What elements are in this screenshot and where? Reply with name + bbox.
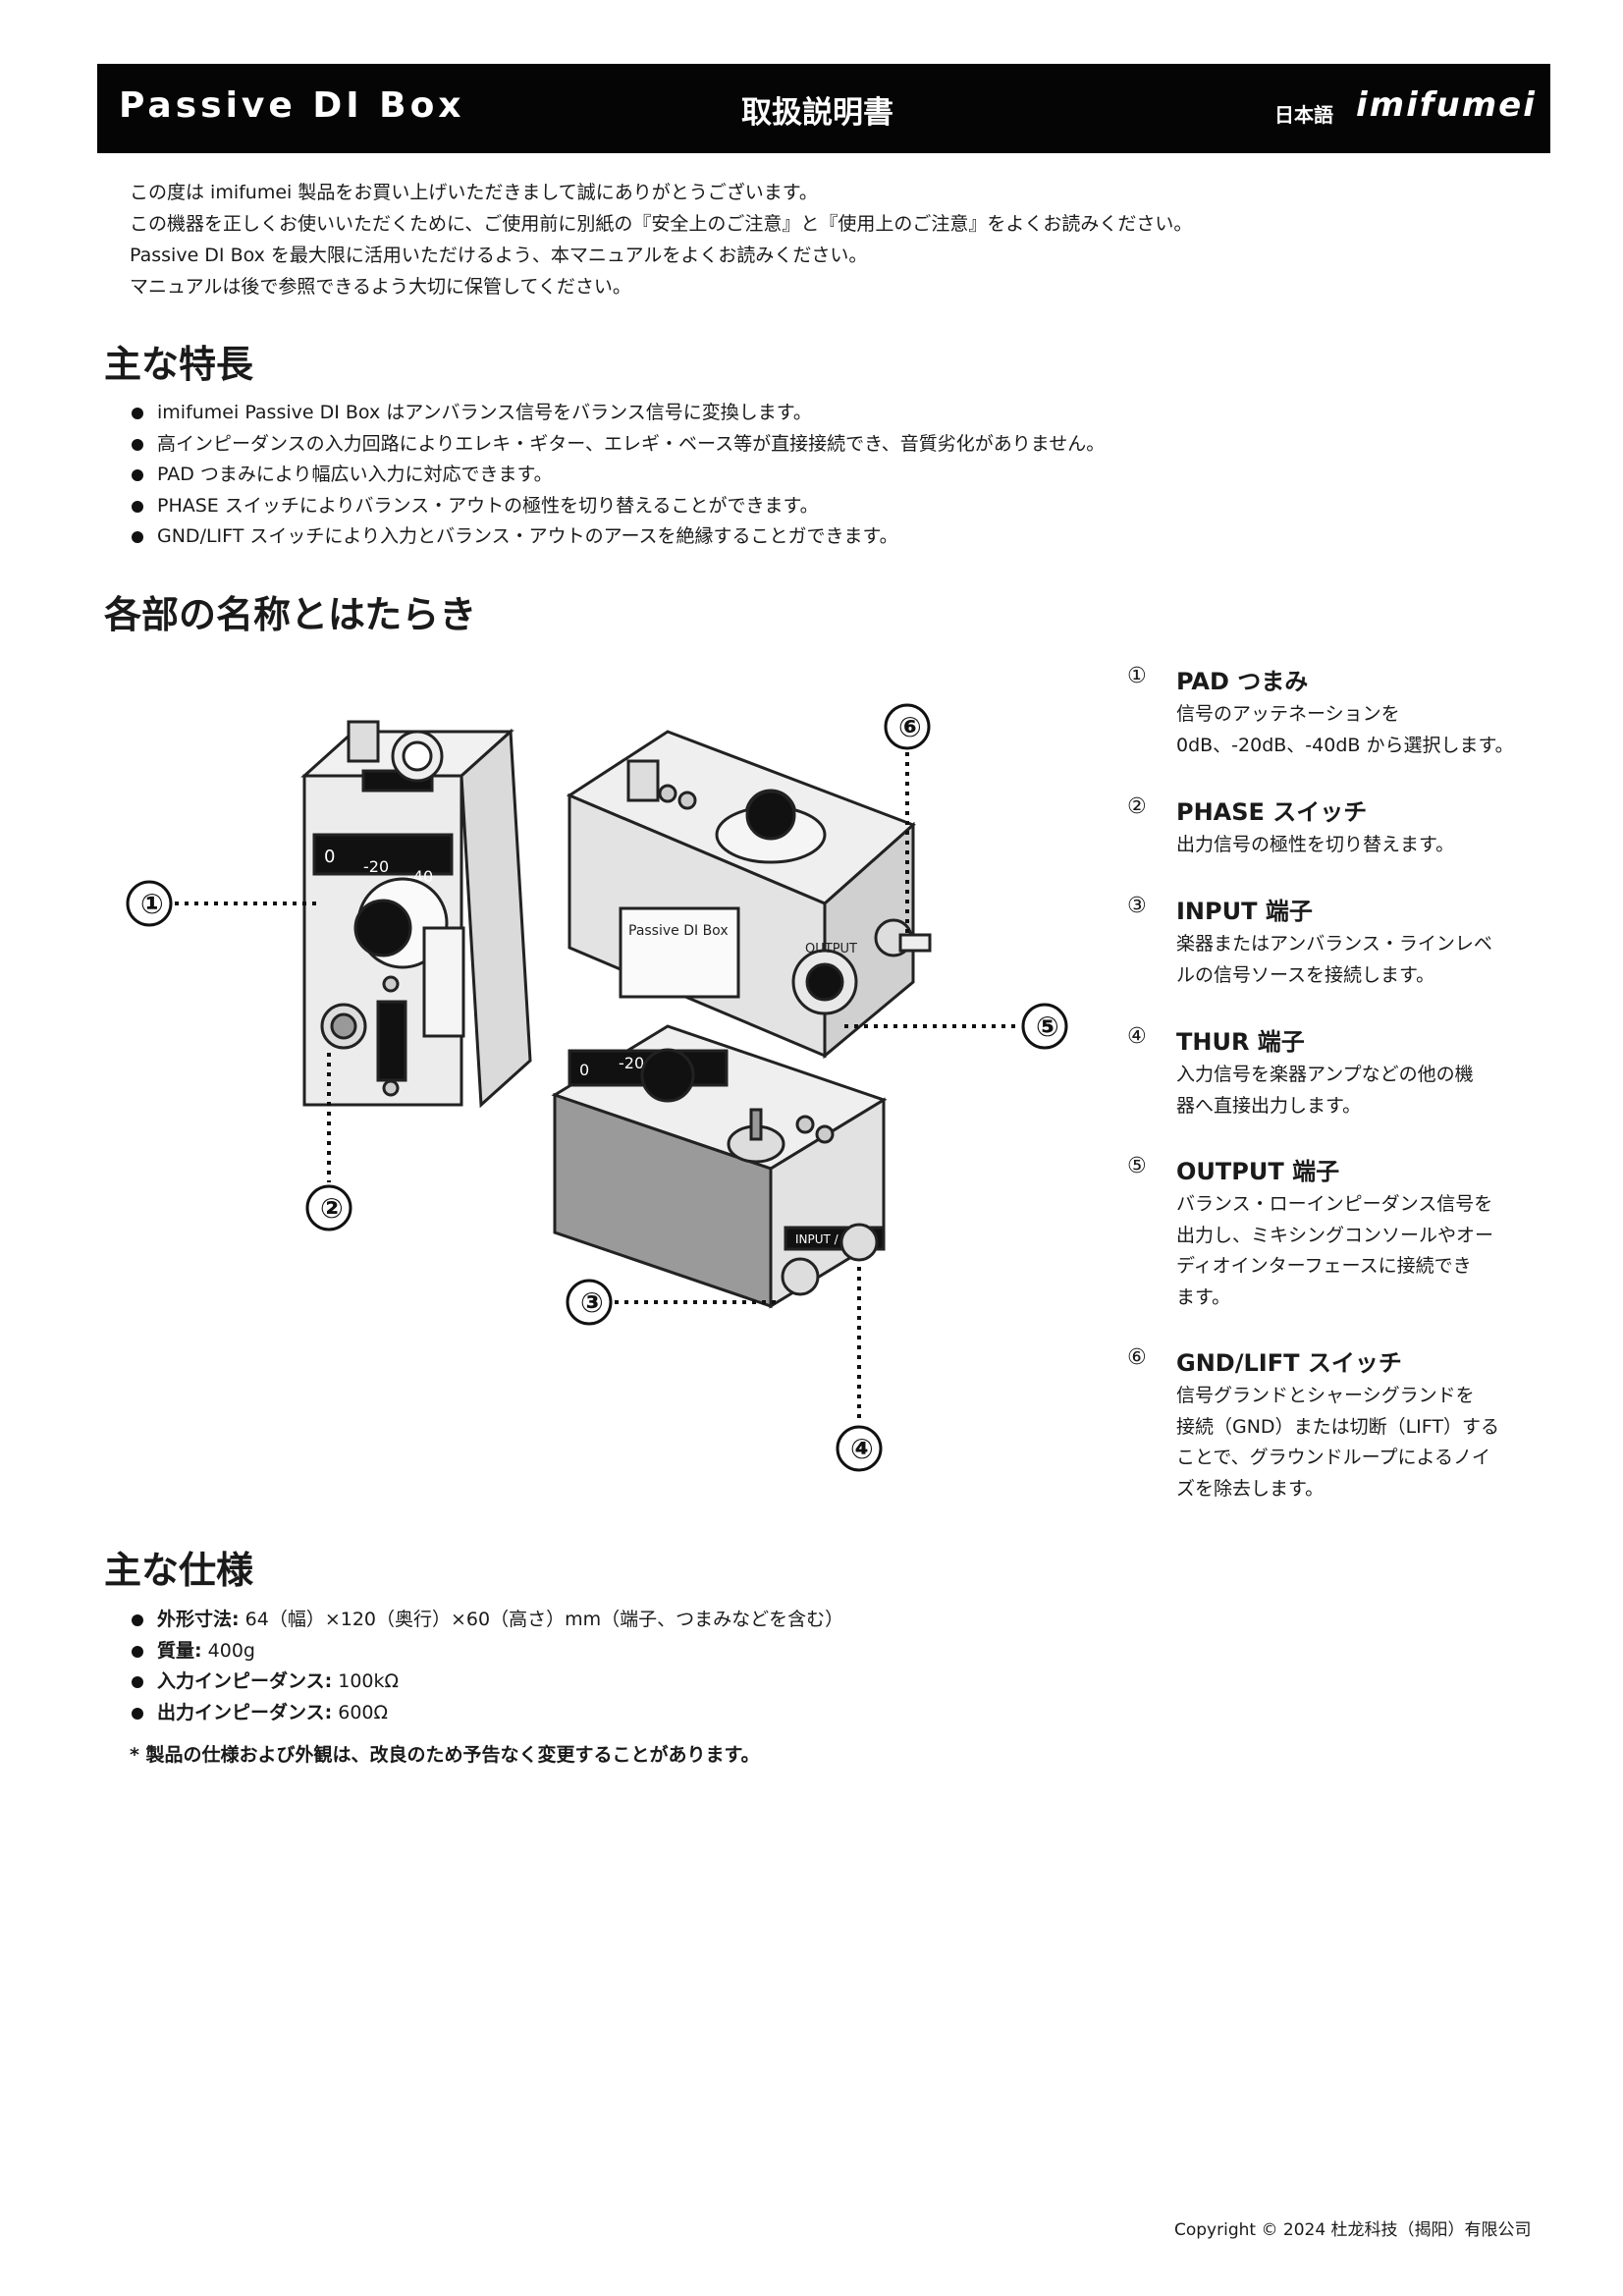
product-name: Passive DI Box: [119, 85, 465, 126]
list-item: 入力インピーダンス: 100kΩ: [130, 1667, 843, 1698]
intro-line: この度は imifumei 製品をお買い上げいただきまして誠にありがとうございま…: [130, 182, 818, 203]
device-nameplate: Passive DI Box: [628, 923, 729, 939]
spec-value: 100kΩ: [332, 1670, 400, 1692]
callout-4: ④: [836, 1267, 883, 1472]
part-text: 出力信号の極性を切り替えます。: [1176, 834, 1455, 855]
spec-value: 600Ω: [332, 1701, 389, 1723]
bullet-icon: [132, 469, 143, 481]
part-title: PHASE スイッチ: [1176, 798, 1368, 826]
part-number: ③: [1127, 894, 1147, 918]
intro-line: マニュアルは後で参照できるよう大切に保管してください。: [130, 276, 631, 298]
list-item: PAD つまみにより幅広い入力に対応できます。: [130, 460, 1105, 491]
part-text: 信号のアッテネーションを 0dB、-20dB、-40dB から選択します。: [1176, 703, 1514, 756]
callout-1-text: ①: [140, 888, 164, 920]
part-title: OUTPUT 端子: [1176, 1158, 1340, 1185]
pad-scale-20-bottom: -20: [619, 1054, 644, 1072]
intro-text: この度は imifumei 製品をお買い上げいただきまして誠にありがとうございま…: [130, 177, 1192, 302]
list-item: 質量: 400g: [130, 1636, 843, 1667]
part-number: ④: [1127, 1024, 1147, 1049]
bullet-icon: [132, 1614, 143, 1626]
part-number: ⑤: [1127, 1154, 1147, 1178]
callout-3-text: ③: [580, 1286, 604, 1319]
spec-label: 入力インピーダンス:: [157, 1670, 333, 1692]
list-item: imifumei Passive DI Box はアンバランス信号をバランス信号…: [130, 398, 1105, 429]
feature-text: GND/LIFT スイッチにより入力とバランス・アウトのアースを絶縁することガで…: [157, 525, 898, 547]
feature-text: imifumei Passive DI Box はアンバランス信号をバランス信号…: [157, 402, 812, 423]
callout-2-text: ②: [320, 1192, 344, 1225]
intro-line: Passive DI Box を最大限に活用いただけるよう、本マニュアルをよくお…: [130, 245, 868, 266]
spec-label: 外形寸法:: [157, 1609, 240, 1630]
list-item: 高インピーダンスの入力回路によりエレキ・ギター、エレギ・ベース等が直接接続でき、…: [130, 429, 1105, 461]
feature-text: 高インピーダンスの入力回路によりエレキ・ギター、エレギ・ベース等が直接接続でき、…: [157, 432, 1106, 455]
callout-2: ②: [305, 1053, 352, 1231]
features-list: imifumei Passive DI Box はアンバランス信号をバランス信号…: [130, 398, 1105, 553]
part-text: バランス・ローインピーダンス信号を 出力し、ミキシングコンソールやオー ディオイ…: [1176, 1193, 1494, 1308]
spec-note: * 製品の仕様および外観は、改良のため予告なく変更することがあります。: [130, 1744, 760, 1766]
callout-6-text: ⑥: [898, 711, 922, 743]
callout-5-text: ⑤: [1036, 1011, 1059, 1043]
part-title: GND/LIFT スイッチ: [1176, 1349, 1402, 1377]
bullet-icon: [132, 408, 143, 419]
box-bottom-view: 0 -20 INPUT / THUR: [551, 1024, 888, 1309]
part-text: 楽器またはアンバランス・ラインレベ ルの信号ソースを接続します。: [1176, 933, 1492, 986]
spec-label: 出力インピーダンス:: [157, 1701, 333, 1723]
language-label: 日本語: [1274, 103, 1333, 127]
features-heading: 主な特長: [104, 343, 254, 386]
callout-5: ⑤: [844, 1003, 1068, 1050]
header-bar: Passive DI Box 取扱説明書 日本語 imifumei: [97, 64, 1550, 153]
callout-4-text: ④: [850, 1433, 874, 1465]
part-text: 入力信号を楽器アンプなどの他の機 器へ直接出力します。: [1176, 1064, 1474, 1117]
bullet-icon: [132, 1707, 143, 1720]
spec-label: 質量:: [157, 1639, 202, 1662]
part-text: 信号グランドとシャーシグランドを 接続（GND）または切断（LIFT）する こと…: [1176, 1385, 1499, 1500]
specs-heading: 主な仕様: [104, 1549, 254, 1592]
part-title: PAD つまみ: [1176, 668, 1309, 695]
spec-value: 64（幅）×120（奥行）×60（高さ）mm（端子、つまみなどを含む）: [239, 1609, 844, 1630]
callout-6: ⑥: [884, 703, 931, 935]
part-title: THUR 端子: [1176, 1028, 1305, 1056]
specs-list: 外形寸法: 64（幅）×120（奥行）×60（高さ）mm（端子、つまみなどを含む…: [130, 1605, 843, 1728]
output-label: OUTPUT: [805, 942, 857, 957]
list-item: GND/LIFT スイッチにより入力とバランス・アウトのアースを絶縁することガで…: [130, 521, 1105, 553]
pad-scale-0: 0: [324, 847, 335, 867]
copyright: Copyright © 2024 杜龙科技（揭阳）有限公司: [1174, 2220, 1532, 2240]
part-number: ①: [1127, 664, 1147, 688]
parts-heading: 各部の名称とはたらき: [104, 593, 477, 636]
bullet-icon: [132, 1645, 143, 1658]
list-item: PHASE スイッチによりバランス・アウトの極性を切り替えることができます。: [130, 491, 1105, 522]
callout-3: ③: [566, 1279, 776, 1326]
document-title: 取扱説明書: [741, 95, 893, 131]
callout-1: ①: [126, 880, 319, 927]
part-number: ⑥: [1127, 1345, 1147, 1370]
box-left-view: 0 -20 -40: [300, 720, 532, 1109]
feature-text: PHASE スイッチによりバランス・アウトの極性を切り替えることができます。: [157, 494, 819, 517]
pad-scale-20: -20: [363, 857, 389, 876]
feature-text: PAD つまみにより幅広い入力に対応できます。: [157, 464, 553, 485]
part-number: ②: [1127, 794, 1147, 819]
part-title: INPUT 端子: [1176, 898, 1313, 925]
list-item: 外形寸法: 64（幅）×120（奥行）×60（高さ）mm（端子、つまみなどを含む…: [130, 1605, 843, 1636]
box-top-view: Passive DI Box OUTPUT: [566, 730, 932, 1060]
intro-line: この機器を正しくお使いいただくために、ご使用前に別紙の『安全上のご注意』と『使用…: [130, 213, 1193, 235]
device-illustration: 0 -20 -40 Pas: [126, 703, 1068, 1472]
spec-value: 400g: [201, 1639, 255, 1662]
bullet-icon: [132, 531, 143, 543]
bullet-icon: [132, 1676, 143, 1688]
bullet-icon: [132, 500, 143, 513]
pad-scale-0-bottom: 0: [579, 1061, 589, 1079]
list-item: 出力インピーダンス: 600Ω: [130, 1698, 843, 1729]
bullet-icon: [132, 438, 143, 451]
brand-logo: imifumei: [1356, 85, 1537, 125]
